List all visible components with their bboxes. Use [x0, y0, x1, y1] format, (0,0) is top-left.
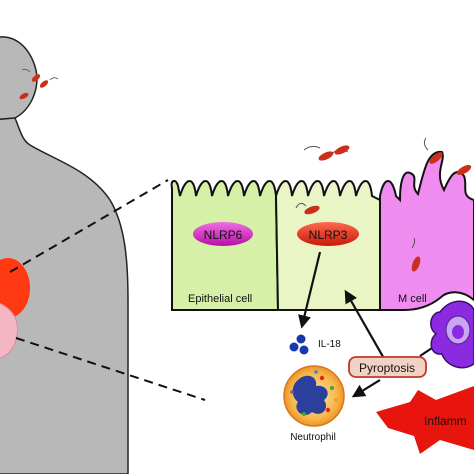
neutrophil-cell [283, 365, 345, 427]
bacterium-icon [39, 80, 49, 88]
human-body-silhouette [0, 36, 129, 474]
il18-molecules [289, 334, 309, 355]
bacterium-icon [19, 92, 29, 100]
arrow-pyroptosis-to-neutrophil [351, 379, 381, 398]
m-cell [379, 150, 474, 311]
nlrp6-label: NLRP6 [204, 228, 243, 242]
bacterium-icon [334, 145, 350, 155]
m-cell-label: M cell [398, 293, 427, 305]
neutrophil-label: Neutrophil [290, 432, 336, 443]
macrophage-cell [430, 300, 474, 369]
epithelial-cell-label: Epithelial cell [188, 293, 252, 305]
pyroptosis-label: Pyroptosis [359, 361, 415, 375]
zoom-line-upper [9, 179, 169, 273]
intestine-organ [0, 303, 18, 359]
bacteria-in-cells [295, 202, 421, 272]
il18-label: IL-18 [318, 339, 341, 350]
bacterium-icon [318, 151, 334, 161]
head-shape [0, 36, 38, 120]
inflammation-label: Inflamm [424, 414, 467, 428]
bacteria-above-cells [303, 137, 472, 176]
bacteria-near-head [19, 68, 59, 100]
bacterium-icon [304, 205, 320, 215]
torso-shape [0, 117, 129, 474]
nlrp3-complex [297, 222, 359, 246]
pyroptosis-box [348, 356, 427, 378]
bacterium-icon [31, 74, 41, 82]
arrow-nlrp3-to-il18 [298, 251, 322, 329]
inflammation-burst: Inflamm [376, 386, 474, 454]
bacterium-icon [456, 164, 472, 176]
stomach-organ [0, 258, 30, 318]
bacterium-icon [411, 256, 421, 272]
nlrp6-complex [193, 222, 253, 246]
zoom-line-lower [15, 337, 206, 401]
arrow-pyroptosis-to-cell [344, 289, 387, 363]
bacterium-icon [429, 152, 443, 164]
nlrp3-label: NLRP3 [309, 228, 348, 242]
